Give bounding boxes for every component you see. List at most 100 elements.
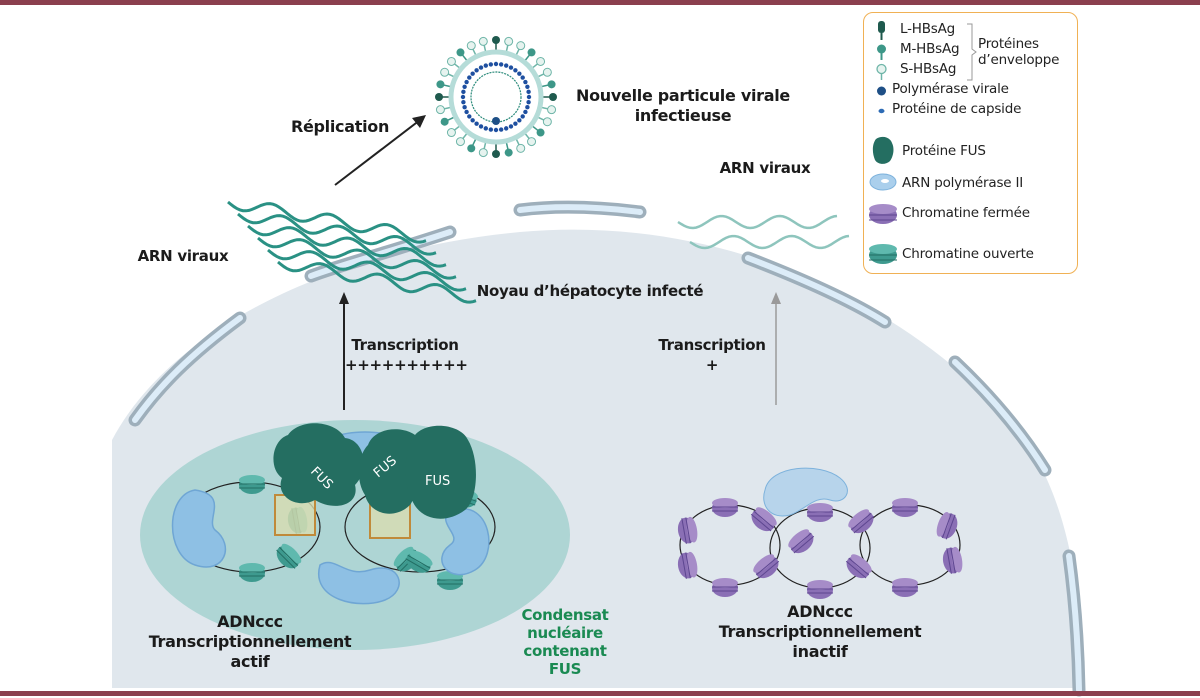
capsid-protein: [493, 127, 499, 133]
active-cccdna-label-3: actif: [230, 652, 270, 671]
capsid-protein: [526, 94, 532, 100]
capsid-protein: [470, 118, 475, 123]
transcription-arrow-active: [339, 292, 349, 410]
capsid-protein: [526, 99, 531, 105]
capsid-protein: [461, 89, 466, 95]
capsid-protein: [525, 104, 530, 110]
open-chromatin-nucleosome: [437, 571, 463, 590]
viral-rna-strand: [227, 200, 427, 244]
envelope-protein-head: [549, 93, 557, 101]
viral-rna-strand: [257, 236, 457, 280]
viral-polymerase-icon: [877, 86, 886, 96]
capsid-protein: [525, 84, 530, 90]
envelope-protein-head: [527, 137, 537, 147]
capsid-protein: [478, 124, 484, 129]
capsid-protein: [464, 79, 469, 85]
rna-polymerase-ii: [763, 467, 848, 517]
legend-viral-polymerase: Polymérase virale: [892, 81, 1009, 97]
capsid-protein: [508, 124, 514, 129]
condensate-label-1: Condensat: [521, 606, 609, 624]
open-chromatin-nucleosome: [239, 475, 265, 494]
envelope-protein-head: [527, 48, 536, 57]
viral-rna-strand: [677, 214, 838, 230]
capsid-protein: [517, 71, 522, 76]
closed-chromatin-nucleosome: [788, 529, 815, 554]
legend-icons-envelope: [876, 21, 887, 114]
active-cccdna: FUS FUS FUS: [171, 423, 496, 605]
capsid-protein: [464, 109, 469, 115]
viral-particle: [435, 36, 557, 158]
legend-icons-nuclear: [869, 136, 897, 264]
rna-polymerase-ii: [317, 561, 400, 605]
fus-protein: [273, 423, 364, 506]
capsid-protein: [523, 79, 528, 85]
envelope-protein-head: [435, 93, 443, 101]
envelope-protein-head: [440, 117, 449, 126]
envelope-protein-head: [536, 128, 545, 137]
active-cccdna-label-2: Transcriptionnellement: [148, 632, 352, 651]
capsid-protein: [467, 75, 472, 80]
legend-s-hbsag: S-HBsAg: [900, 61, 957, 77]
viral-rna-label-right: ARN viraux: [719, 159, 811, 177]
closed-chromatin-nucleosome: [750, 507, 777, 532]
envelope-proteins-group-label: Protéines d’enveloppe: [978, 36, 1059, 68]
capsid-protein: [483, 126, 489, 131]
replication-arrow: [334, 115, 426, 186]
transcription-arrow-weak: [771, 292, 781, 405]
new-particle-label-line1: Nouvelle particule virale: [576, 86, 790, 105]
capsid-protein: [474, 68, 479, 73]
closed-chromatin-nucleosome: [677, 551, 698, 579]
legend-open-chromatin: Chromatine ouverte: [902, 246, 1034, 262]
fus-label: FUS: [425, 474, 450, 489]
capsid-protein: [483, 63, 489, 68]
s-hbsag-icon: [876, 63, 887, 80]
viral-polymerase: [492, 117, 500, 125]
open-chromatin-nucleosome: [276, 543, 302, 569]
capsid-protein: [478, 65, 484, 70]
fus-protein-icon: [872, 136, 894, 164]
viral-rna-strand: [267, 248, 467, 292]
replication-label: Réplication: [290, 117, 390, 136]
closed-chromatin-nucleosome: [677, 516, 698, 544]
envelope-protein-head: [542, 117, 552, 127]
capsid-protein: [488, 127, 494, 132]
capsid-protein: [503, 126, 509, 131]
capsid-protein: [520, 114, 525, 119]
closed-chromatin-nucleosome: [848, 509, 875, 534]
rna-polymerase-ii: [171, 489, 226, 568]
condensate-label-2: nucléaire: [527, 624, 603, 642]
capsid-protein: [526, 89, 531, 95]
capsid-protein: [467, 114, 472, 119]
viral-rna-label-left: ARN viraux: [137, 247, 229, 265]
closed-chromatin-icon: [869, 204, 897, 224]
capsid-protein: [488, 62, 494, 67]
rna-polymerase-ii: [441, 508, 490, 576]
open-chromatin-nucleosome: [239, 563, 265, 582]
closed-chromatin-nucleosome: [892, 578, 918, 597]
viral-rna-inactive-strands: [677, 214, 850, 250]
legend-capsid-protein: Protéine de capside: [892, 101, 1022, 117]
envelope-protein-head: [504, 36, 514, 46]
envelope-protein-head: [478, 148, 488, 158]
capsid-protein: [513, 68, 518, 73]
new-particle-label-line2: infectieuse: [634, 106, 732, 125]
capsid-protein: [460, 94, 466, 100]
envelope-protein-head: [466, 41, 476, 51]
inactive-cccdna-label-3: inactif: [792, 642, 848, 661]
open-chromatin-nucleosome: [405, 550, 433, 573]
condensate-label-4: FUS: [548, 660, 582, 678]
closed-chromatin-nucleosome: [753, 554, 780, 579]
closed-chromatin-nucleosome: [712, 578, 738, 597]
transcription-label-weak: Transcription: [658, 336, 766, 354]
nucleus-label: Noyau d’hépatocyte infecté: [476, 282, 704, 300]
envelope-protein-head: [492, 36, 500, 44]
envelope-protein-head: [455, 137, 465, 147]
capsid-protein: [474, 121, 479, 126]
capsid-protein: [498, 62, 504, 67]
inactive-cccdna: [677, 467, 963, 599]
envelope-protein-head: [536, 56, 546, 66]
inactive-cccdna-label-1: ADNccc: [787, 602, 853, 621]
capsid-protein: [508, 65, 514, 70]
capsid-protein: [517, 118, 522, 123]
